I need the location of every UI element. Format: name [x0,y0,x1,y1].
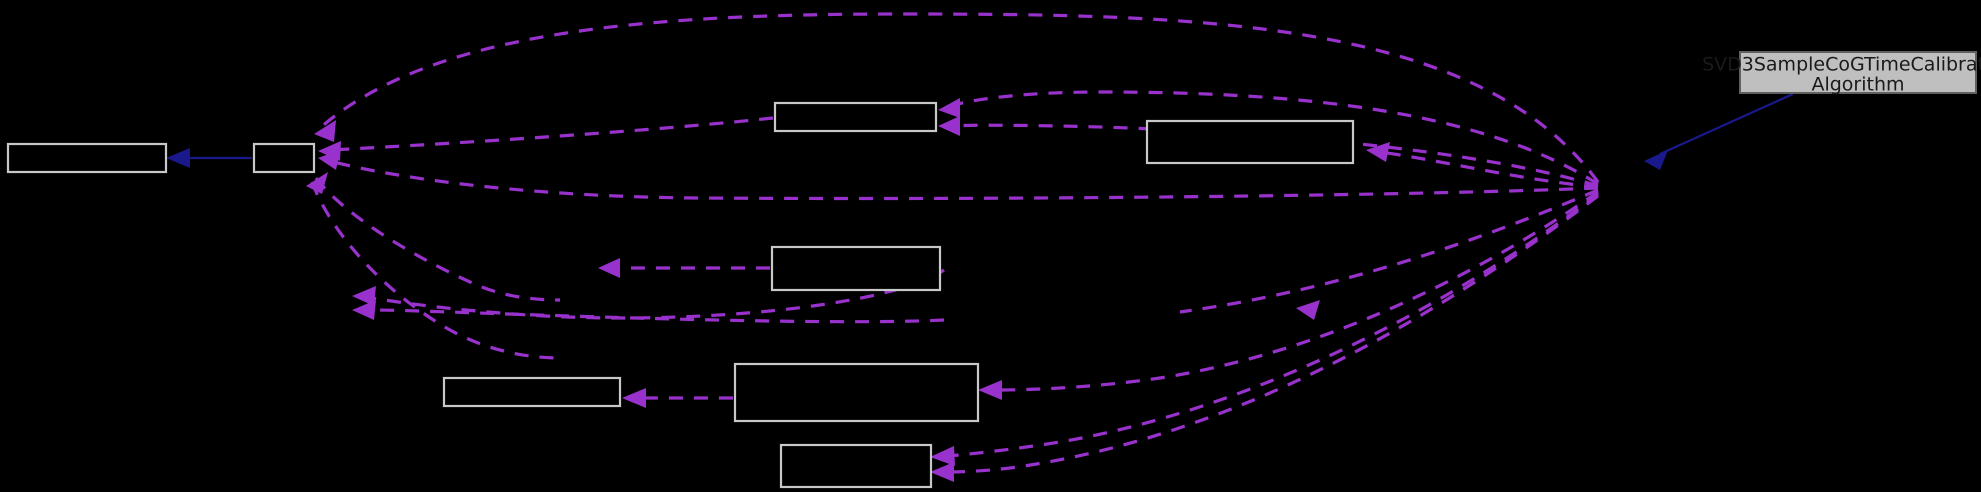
node-6[interactable] [442,376,622,408]
edge-usage-13[interactable] [947,194,1599,474]
edge-usage-3b[interactable] [310,181,561,360]
edge-usage-3a[interactable] [314,177,561,302]
node-5[interactable] [770,245,942,292]
edge-usage-7-arrowhead [1366,142,1390,162]
edge-usage-9[interactable] [1179,188,1599,314]
inheritance-edges [166,92,1794,170]
edge-usage-11-arrowhead [978,380,1002,400]
edge-usage-10-arrowhead [622,388,646,408]
edge-inherit-1-arrowhead [166,148,190,168]
edge-inherit-2[interactable] [1659,92,1794,156]
usage-edges [306,12,1600,482]
edge-usage-7[interactable] [1379,150,1599,189]
edge-usage-9-arrowhead [1296,300,1320,320]
node-7[interactable] [733,362,980,423]
edge-usage-12-arrowhead [930,446,955,466]
edge-usage-14-arrowhead [352,286,376,306]
edge-usage-2[interactable] [325,158,1599,201]
graph-nodes: SVD3SampleCoGTimeCalibration Algorithm [6,51,1981,489]
edge-usage-5[interactable] [949,90,1599,186]
node-target[interactable] [1739,51,1977,94]
node-3[interactable] [773,101,938,133]
edge-usage-8-arrowhead [598,258,620,278]
edge-inherit-2-arrowhead [1644,150,1668,170]
edge-usage-14[interactable] [371,268,945,320]
node-target-label-line-2: Algorithm [1811,74,1904,96]
node-8[interactable] [779,443,933,489]
edge-usage-6-arrowhead [938,116,960,136]
node-2[interactable] [252,142,316,174]
edge-usage-4-arrowhead [318,141,341,161]
edge-usage-13-arrowhead [930,462,954,482]
edge-usage-1-arrowhead [314,120,336,142]
node-target-label-line-1: SVD3SampleCoGTimeCalibration [1702,54,1981,76]
edge-usage-15[interactable] [371,308,945,324]
edge-usage-3-arrowhead [306,172,328,194]
node-1[interactable] [6,142,168,174]
edge-usage-4[interactable] [329,116,774,152]
edge-usage-5-arrowhead [938,98,960,118]
edge-usage-12[interactable] [947,192,1599,458]
node-4[interactable] [1145,119,1355,165]
edge-usage-15-arrowhead [352,300,376,320]
edge-usage-1[interactable] [318,12,1600,183]
edge-usage-11[interactable] [995,190,1599,392]
